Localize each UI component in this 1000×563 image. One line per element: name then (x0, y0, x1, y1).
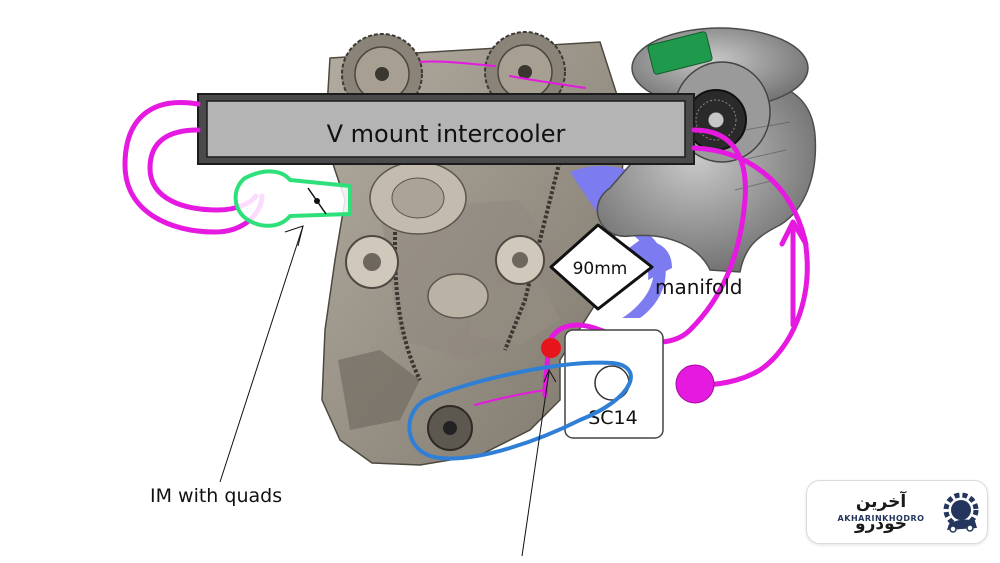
supercharger-sc14: SC14 (564, 329, 664, 439)
brand-name: آخرین خودرو (855, 492, 907, 534)
cam-pipe-2 (509, 75, 586, 89)
supercharger-label: SC14 (588, 407, 638, 429)
idler-pulley-right (495, 235, 545, 285)
turbo-inlet-pipe (545, 127, 748, 348)
throttle-body: 90mm (549, 223, 654, 311)
water-pump (427, 273, 489, 319)
thermostat-housing (369, 161, 467, 235)
cam-pipe-1 (419, 60, 496, 67)
brand-latin-name: AKHARINKHODRO (837, 514, 925, 523)
charge-piping (122, 60, 810, 406)
v-mount-intercooler: V mount intercooler (197, 93, 695, 165)
intake-label: IM with quads (150, 485, 282, 507)
idler-pulley-left (345, 235, 399, 289)
bypass-valve (675, 364, 715, 404)
red-marker (541, 338, 561, 358)
turbocharger (596, 27, 817, 273)
throttle-label: 90mm (573, 259, 628, 279)
manifold-label: manifold (655, 275, 743, 299)
crank-pulley (427, 405, 473, 451)
intercooler-outlet-pipe (122, 100, 265, 235)
intake-manifold-outline (233, 169, 352, 228)
belt-pipe (474, 389, 546, 406)
flow-arrow (779, 219, 809, 328)
drive-belt (407, 360, 633, 461)
turbo-outlet-pipe (691, 145, 810, 388)
brand-logo[interactable]: آخرین خودرو AKHARINKHODRO (806, 480, 988, 544)
gear-car-icon (943, 492, 979, 533)
pointer-lines (219, 225, 557, 557)
intercooler-label: V mount intercooler (327, 120, 566, 148)
